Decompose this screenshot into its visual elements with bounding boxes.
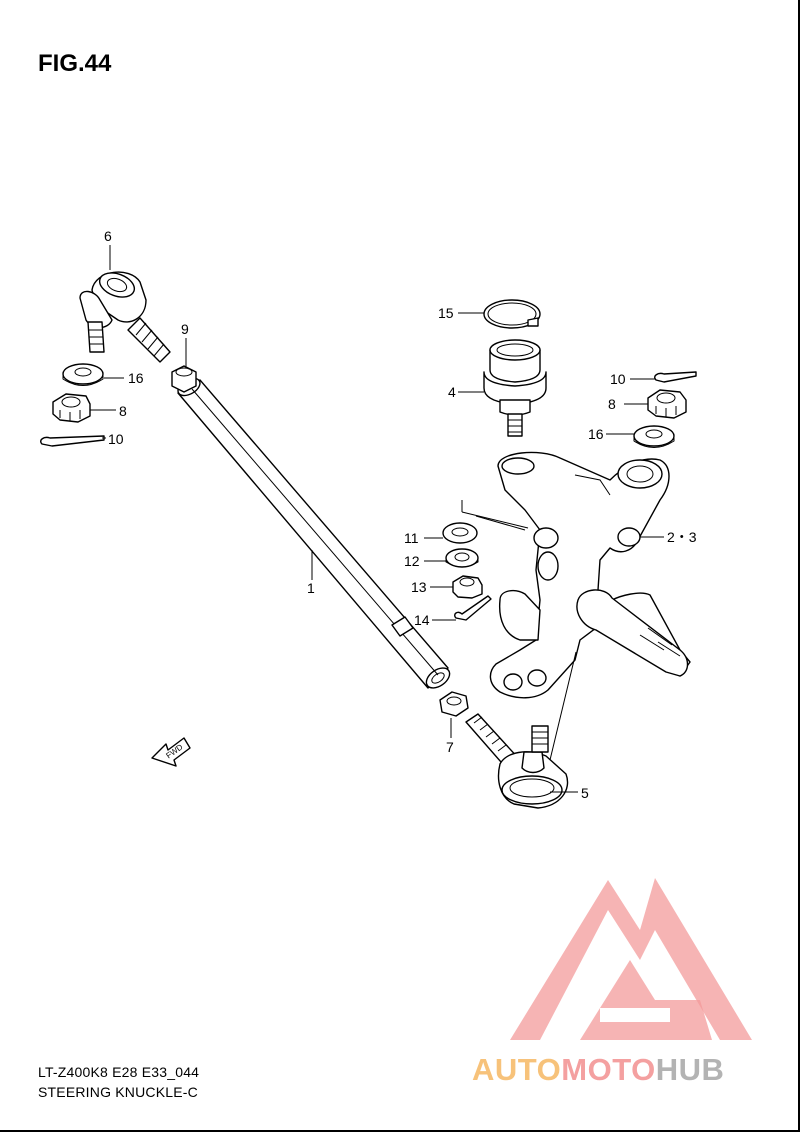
fwd-arrow-icon: FWD xyxy=(151,737,191,767)
watermark-wordmark: AUTOMOTOHUB xyxy=(472,1052,724,1087)
section-name: STEERING KNUCKLE-C xyxy=(38,1084,198,1100)
callout-4: 4 xyxy=(448,384,456,400)
callout-5: 5 xyxy=(581,785,589,801)
model-code: LT-Z400K8 E28 E33_044 xyxy=(38,1064,200,1080)
callout-7: 7 xyxy=(446,739,454,755)
washer-16-left xyxy=(62,363,104,386)
callout-13: 13 xyxy=(411,579,427,595)
cotter-pin-10-left xyxy=(40,435,105,447)
callout-12: 12 xyxy=(404,553,420,569)
tie-rod xyxy=(177,377,451,689)
ball-joint-4 xyxy=(483,339,547,437)
callout-14: 14 xyxy=(414,612,430,628)
callout-8-left: 8 xyxy=(119,403,127,419)
tie-rod-end-lower xyxy=(465,713,569,809)
callout-6: 6 xyxy=(104,228,112,244)
callout-10-left: 10 xyxy=(108,431,124,447)
castle-nut-8-right xyxy=(647,389,687,419)
callout-9: 9 xyxy=(181,321,189,337)
nut-9 xyxy=(171,365,197,393)
cotter-pin-10-right xyxy=(654,371,697,383)
watermark-word-1: AUTO xyxy=(472,1052,561,1087)
washer-16-right xyxy=(633,425,675,448)
callout-numbers: 6 9 16 8 10 15 4 10 8 16 2・3 11 12 13 14… xyxy=(104,228,697,801)
watermark-logo xyxy=(510,878,752,1040)
tie-rod-end-upper xyxy=(79,271,171,363)
callout-8-right: 8 xyxy=(608,396,616,412)
callout-1: 1 xyxy=(307,580,315,596)
washer-12 xyxy=(445,548,479,568)
callout-16-left: 16 xyxy=(128,370,144,386)
leader-lines xyxy=(90,245,664,793)
castle-nut-8-left xyxy=(52,393,91,423)
steering-knuckle xyxy=(489,451,691,699)
castle-nut-13 xyxy=(452,575,483,599)
watermark-word-3: HUB xyxy=(656,1052,725,1087)
nut-7 xyxy=(439,691,469,717)
callout-15: 15 xyxy=(438,305,454,321)
callout-10-right: 10 xyxy=(610,371,626,387)
circlip-15 xyxy=(483,299,541,329)
watermark-word-2: MOTO xyxy=(561,1052,655,1087)
callout-2-3: 2・3 xyxy=(667,529,697,545)
callout-11: 11 xyxy=(404,530,419,546)
assembly-lines xyxy=(461,500,529,531)
cotter-pin-14 xyxy=(453,595,492,621)
figure-title: FIG.44 xyxy=(38,50,112,77)
callout-16-right: 16 xyxy=(588,426,604,442)
washer-11 xyxy=(442,522,478,544)
